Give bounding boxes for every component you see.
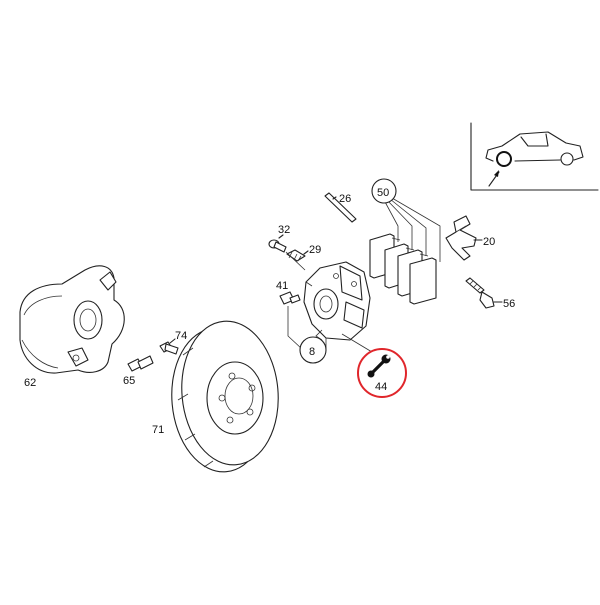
leader-50-a	[383, 199, 399, 242]
bolt-part-41[interactable]	[279, 291, 301, 305]
callout-26: 26	[339, 193, 351, 205]
highlighted-callout-44[interactable]: 44	[357, 348, 407, 398]
bolt-part-65[interactable]	[127, 355, 154, 372]
brake-disc-part-71[interactable]	[166, 317, 284, 476]
spring-clip-part-20[interactable]	[445, 215, 483, 261]
leader-caliper-44	[341, 333, 373, 353]
leader-41-8	[287, 306, 303, 350]
wrench-icon	[367, 354, 391, 378]
callout-71: 71	[152, 424, 164, 436]
callout-29: 29	[309, 244, 321, 256]
callout-50: 50	[377, 187, 389, 199]
callout-62: 62	[24, 377, 36, 389]
vehicle-locator-inset	[470, 122, 599, 191]
callout-56: 56	[503, 298, 515, 310]
leader-50-d	[391, 197, 441, 262]
bleed-screw-part-29[interactable]	[286, 249, 309, 262]
callout-20: 20	[483, 236, 495, 248]
screw-part-32[interactable]	[268, 234, 287, 253]
brake-pads-part-50[interactable]	[369, 233, 437, 305]
inset-frame	[470, 122, 599, 191]
steering-knuckle-part-62[interactable]	[19, 265, 125, 374]
callout-32: 32	[278, 224, 290, 236]
brake-caliper-part-8[interactable]	[303, 261, 371, 341]
callout-41: 41	[276, 280, 288, 292]
leader-50-b	[386, 199, 413, 250]
car-wheel-locator-icon	[485, 131, 584, 187]
callout-44: 44	[375, 381, 387, 393]
callout-circle-50	[371, 178, 397, 204]
leader-32-caliper	[285, 251, 306, 271]
callout-8: 8	[309, 346, 315, 358]
wear-sensor-part-56[interactable]	[465, 277, 503, 309]
callout-65: 65	[123, 375, 135, 387]
pin-part-26[interactable]	[324, 192, 357, 223]
callout-circle-8	[299, 336, 327, 364]
callout-74: 74	[175, 330, 187, 342]
leader-50-c	[389, 198, 427, 256]
bolt-part-74[interactable]	[159, 338, 179, 355]
